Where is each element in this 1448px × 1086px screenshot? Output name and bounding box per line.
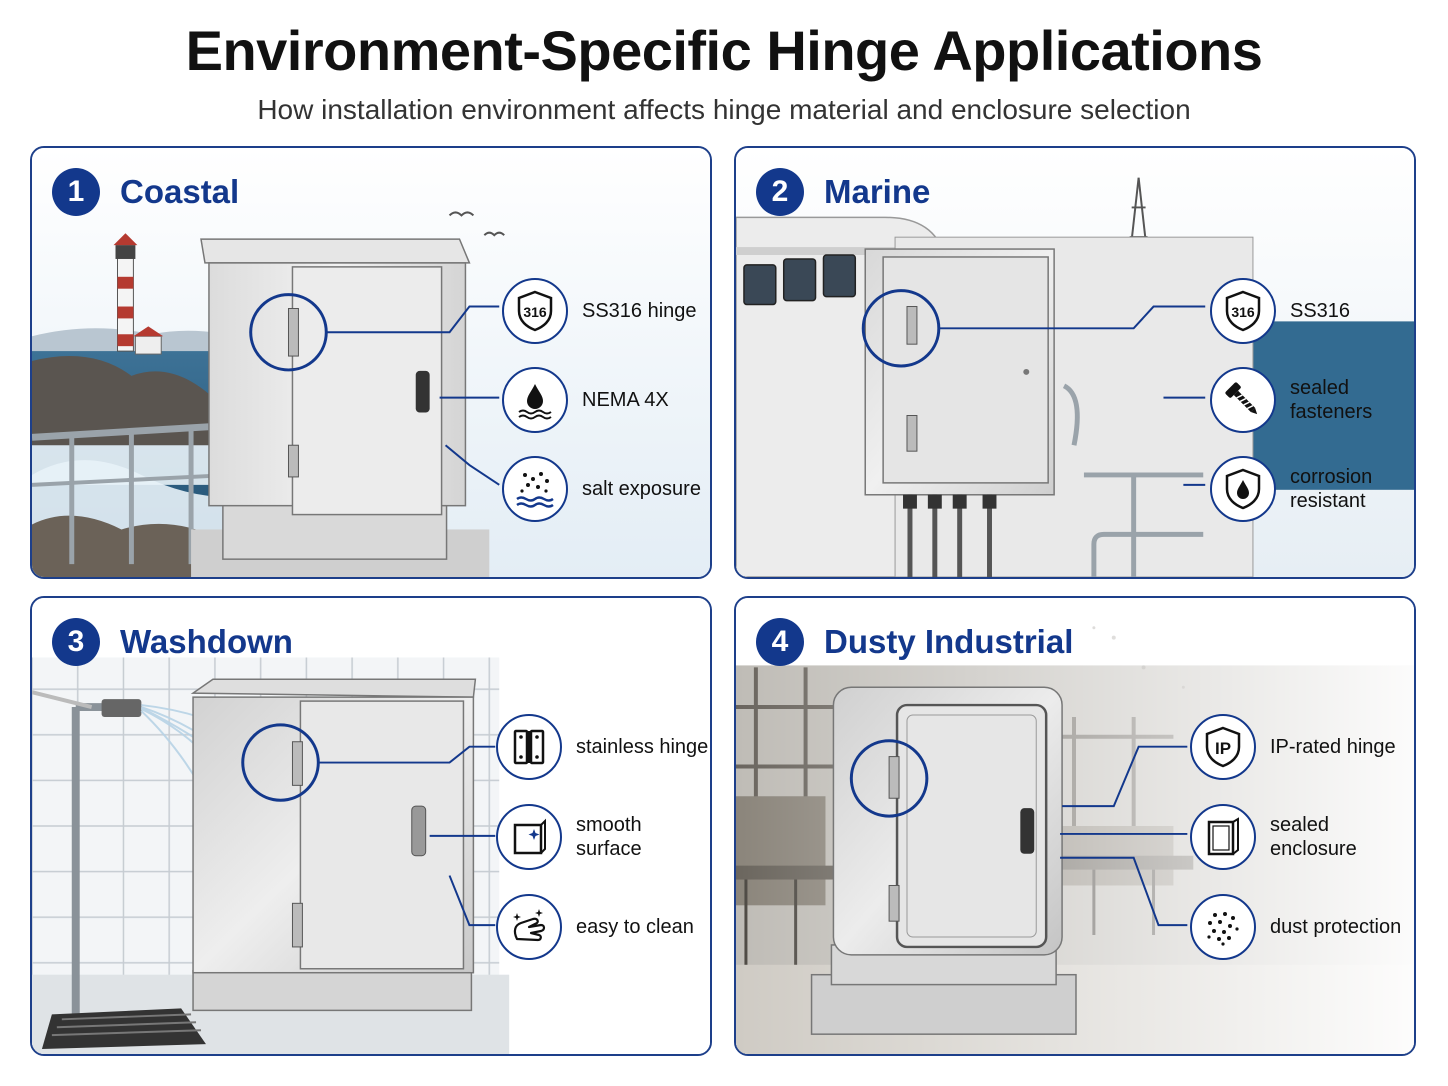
panel-number-badge: 4 — [756, 618, 804, 666]
panel-title: Dusty Industrial — [824, 623, 1074, 660]
feature-smooth-surface: smooth surface — [496, 804, 710, 870]
feature-corrosion-resistant: corrosion resistant — [1210, 456, 1372, 522]
ss316-shield-icon: 316 — [1210, 278, 1276, 344]
smooth-surface-icon — [496, 804, 562, 870]
corrosion-shield-icon — [1210, 456, 1276, 522]
panel-header: 4 Dusty Industrial — [756, 618, 1073, 666]
feature-label: easy to clean — [576, 916, 694, 938]
shield-badge-text: IP — [1215, 739, 1231, 758]
panel-title: Marine — [824, 173, 931, 210]
feature-label: sealed fasteners — [1290, 377, 1373, 423]
feature-label: stainless hinge — [576, 736, 709, 758]
shield-badge-text: 316 — [523, 304, 547, 320]
feature-label: SS316 — [1290, 300, 1351, 322]
hinge-icon — [496, 714, 562, 780]
feature-label: SS316 hinge — [582, 300, 697, 322]
panel-header: 1 Coastal — [52, 168, 239, 216]
feature-label: NEMA 4X — [582, 389, 669, 411]
feature-sealed-fasteners: sealed fasteners — [1210, 367, 1372, 433]
shield-badge-text: 316 — [1231, 304, 1255, 320]
panel-number-badge: 3 — [52, 618, 100, 666]
cleaning-hand-icon — [496, 894, 562, 960]
dust-icon — [1190, 894, 1256, 960]
panel-header: 2 Marine — [756, 168, 930, 216]
salt-exposure-icon — [502, 456, 568, 522]
feature-label: smooth surface — [576, 814, 642, 860]
enclosure-icon — [1190, 804, 1256, 870]
panel-coastal: 1 Coastal 316 SS316 hinge NEMA 4X — [30, 146, 712, 579]
feature-dust-protection: dust protection — [1190, 894, 1401, 960]
panel-title: Coastal — [120, 173, 240, 210]
water-drop-icon — [502, 367, 568, 433]
ip-shield-icon: IP — [1190, 714, 1256, 780]
feature-label: IP-rated hinge — [1270, 736, 1396, 758]
panel-number-badge: 2 — [756, 168, 804, 216]
feature-easy-to-clean: easy to clean — [496, 894, 694, 960]
feature-sealed-enclosure: sealed enclosure — [1190, 804, 1414, 870]
feature-label: dust protection — [1270, 916, 1402, 938]
panel-header: 3 Washdown — [52, 618, 293, 666]
screw-icon — [1210, 367, 1276, 433]
feature-stainless-hinge: stainless hinge — [496, 714, 708, 780]
panel-number-badge: 1 — [52, 168, 100, 216]
marine-scene-illustration — [736, 148, 1414, 577]
panel-dusty-industrial: 4 Dusty Industrial IP IP-rated hinge sea… — [734, 596, 1416, 1056]
feature-label: salt exposure — [582, 478, 701, 500]
page-subtitle: How installation environment affects hin… — [257, 94, 1191, 125]
panel-washdown: 3 Washdown stainless hinge smooth surfac… — [30, 596, 712, 1056]
panel-marine: 2 Marine 316 SS316 — [734, 146, 1416, 579]
feature-ss316: 316 SS316 — [1210, 278, 1350, 344]
panel-title: Washdown — [120, 623, 293, 660]
ss316-shield-icon: 316 — [502, 278, 568, 344]
washdown-scene-illustration — [32, 598, 710, 1054]
feature-ip-rated-hinge: IP IP-rated hinge — [1190, 714, 1396, 780]
page-title: Environment-Specific Hinge Applications — [185, 19, 1263, 82]
feature-label: sealed enclosure — [1270, 814, 1357, 860]
feature-label: corrosion resistant — [1290, 466, 1373, 512]
coastal-scene-illustration — [32, 148, 710, 577]
feature-salt-exposure: salt exposure — [502, 456, 701, 522]
feature-nema-4x: NEMA 4X — [502, 367, 669, 433]
feature-ss316-hinge: 316 SS316 hinge — [502, 278, 697, 344]
dusty-industrial-scene-illustration — [736, 598, 1414, 1054]
